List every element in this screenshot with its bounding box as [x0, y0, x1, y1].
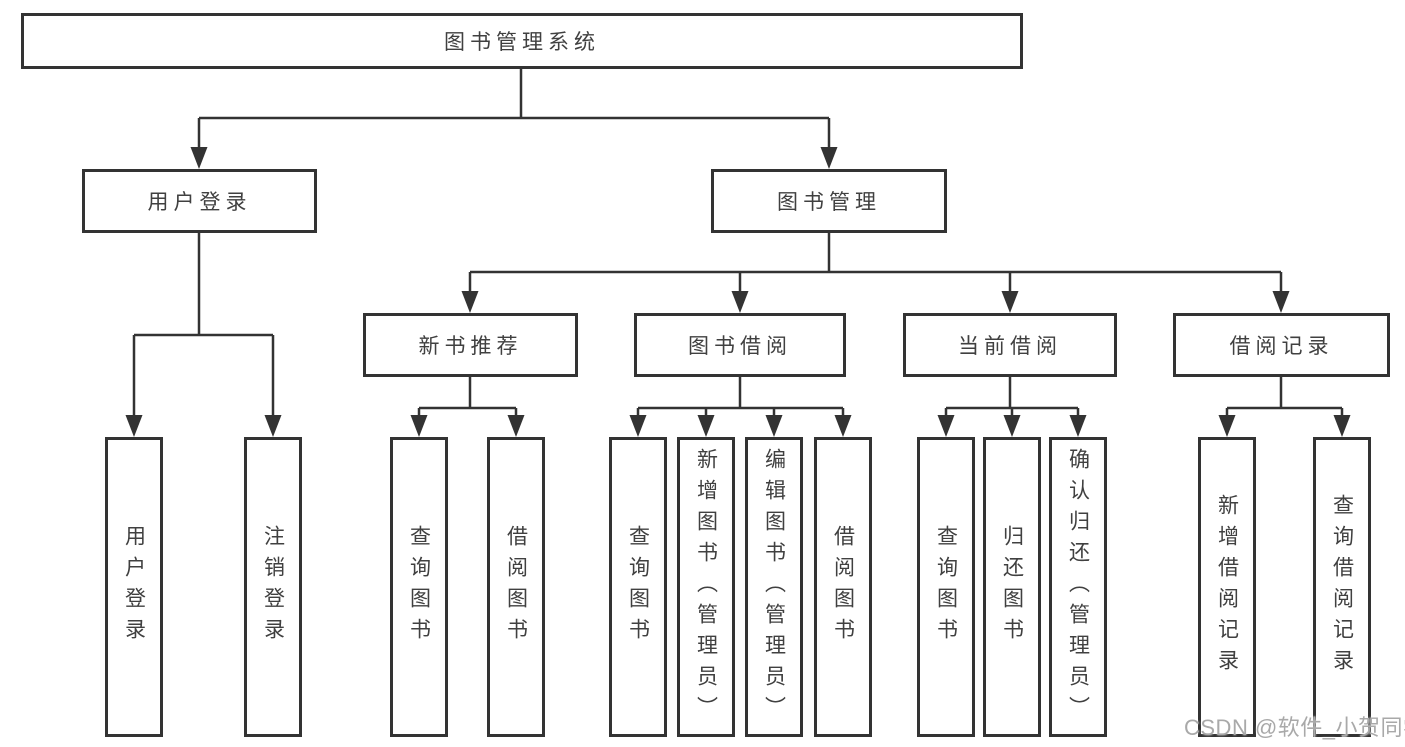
leaf-label: 借阅图书 [831, 525, 855, 649]
leaf-edit-book-admin: 编辑图书（管理员） [745, 437, 803, 737]
arrow-icon [1069, 415, 1087, 437]
leaf-label: 查询图书 [407, 525, 431, 649]
node-label: 图书借阅 [688, 335, 792, 358]
node-label: 图书管理 [777, 191, 881, 214]
leaf-label: 归还图书 [1000, 525, 1024, 649]
leaf-query-borrow-record: 查询借阅记录 [1313, 437, 1371, 737]
leaf-query-books-recommend: 查询图书 [390, 437, 448, 737]
leaf-borrow-books-recommend: 借阅图书 [487, 437, 545, 737]
node-user-login: 用户登录 [82, 169, 317, 233]
leaf-user-login: 用户登录 [105, 437, 163, 737]
connector-borrow-records [1225, 377, 1344, 418]
node-new-book-recommend: 新书推荐 [363, 313, 578, 377]
node-current-borrow: 当前借阅 [903, 313, 1117, 377]
arrow-icon [731, 291, 749, 313]
leaf-add-borrow-record: 新增借阅记录 [1198, 437, 1256, 737]
arrow-icon [1333, 415, 1351, 437]
node-label: 借阅记录 [1229, 335, 1334, 358]
leaf-label: 新增图书（管理员） [694, 447, 718, 727]
leaf-confirm-return-admin: 确认归还（管理员） [1049, 437, 1107, 737]
leaf-label: 查询图书 [934, 525, 958, 649]
arrow-icon [629, 415, 647, 437]
leaf-label: 查询借阅记录 [1330, 494, 1354, 680]
arrow-icon [410, 415, 428, 437]
leaf-logout: 注销登录 [244, 437, 302, 737]
leaf-label: 用户登录 [122, 525, 146, 649]
leaf-label: 借阅图书 [504, 525, 528, 649]
leaf-label: 确认归还（管理员） [1066, 447, 1090, 727]
leaf-add-book-admin: 新增图书（管理员） [677, 437, 735, 737]
node-label: 新书推荐 [418, 335, 523, 358]
connector-current-borrow [944, 377, 1080, 418]
arrow-icon [125, 415, 143, 437]
connector-user-login [132, 233, 275, 418]
arrow-icon [820, 147, 838, 169]
arrow-icon [765, 415, 783, 437]
arrow-icon [834, 415, 852, 437]
arrow-icon [461, 291, 479, 313]
csdn-watermark: CSDN @软件_小贺同学 [1184, 715, 1405, 740]
connector-book-borrow [636, 377, 845, 418]
node-book-borrow: 图书借阅 [634, 313, 846, 377]
node-borrow-records: 借阅记录 [1173, 313, 1390, 377]
leaf-label: 编辑图书（管理员） [762, 447, 786, 727]
arrow-icon [1272, 291, 1290, 313]
leaf-label: 新增借阅记录 [1215, 494, 1239, 680]
arrow-icon [190, 147, 208, 169]
node-label: 当前借阅 [958, 335, 1062, 358]
arrow-icon [1218, 415, 1236, 437]
connector-root [197, 69, 831, 150]
arrow-icon [264, 415, 282, 437]
arrow-icon [1001, 291, 1019, 313]
leaf-label: 查询图书 [626, 525, 650, 649]
arrow-icon [507, 415, 525, 437]
node-label: 用户登录 [147, 191, 252, 214]
leaf-query-books-current: 查询图书 [917, 437, 975, 737]
node-book-management: 图书管理 [711, 169, 947, 233]
connector-new-book-recommend [417, 377, 518, 418]
arrow-icon [697, 415, 715, 437]
leaf-query-books-borrow: 查询图书 [609, 437, 667, 737]
leaf-label: 注销登录 [261, 525, 285, 649]
node-label: 图书管理系统 [444, 31, 600, 54]
node-root-system: 图书管理系统 [21, 13, 1023, 69]
leaf-return-book: 归还图书 [983, 437, 1041, 737]
leaf-borrow-books: 借阅图书 [814, 437, 872, 737]
arrow-icon [1003, 415, 1021, 437]
connector-book-management [468, 233, 1283, 295]
arrow-icon [937, 415, 955, 437]
